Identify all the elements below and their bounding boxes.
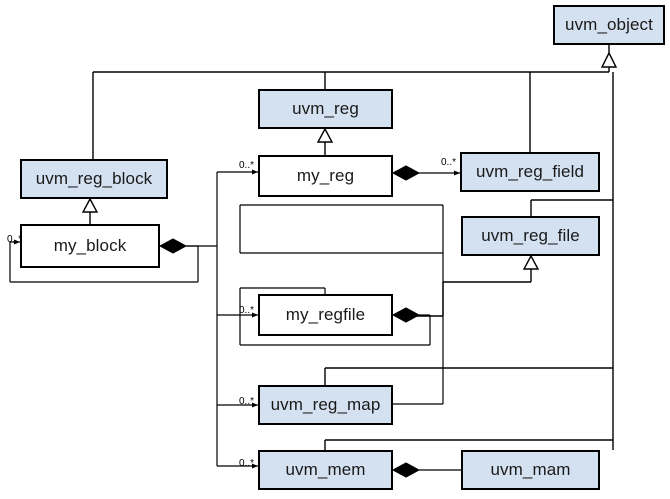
- class-label-uvm-reg-map: uvm_reg_map: [270, 395, 381, 414]
- class-box-uvm-reg-field[interactable]: uvm_reg_field: [460, 152, 600, 192]
- multiplicity-my-block: 0..*: [7, 234, 23, 245]
- class-label-uvm-object: uvm_object: [565, 15, 653, 34]
- class-box-my-regfile[interactable]: my_regfile: [258, 294, 393, 336]
- multiplicity-uvm-reg-field: 0..*: [441, 157, 457, 168]
- class-box-my-block[interactable]: my_block: [20, 224, 160, 268]
- composition-my-regfile-diamond: [239, 287, 431, 346]
- class-label-my-regfile: my_regfile: [285, 305, 366, 324]
- generalization-my-block: [81, 197, 99, 224]
- class-box-uvm-mam[interactable]: uvm_mam: [461, 450, 600, 490]
- generalization-my-reg: [316, 127, 334, 155]
- multiplicity-my-regfile: 0..*: [239, 305, 255, 316]
- composition-uvm-reg-map-route: [393, 205, 444, 405]
- class-box-my-reg[interactable]: my_reg: [258, 155, 393, 197]
- class-box-uvm-reg-map[interactable]: uvm_reg_map: [258, 385, 393, 425]
- class-label-my-block: my_block: [53, 236, 127, 255]
- composition-uvm-mem-mam: [391, 462, 461, 478]
- composition-my-reg-field: [391, 165, 460, 181]
- composition-my-block-diamond: [158, 238, 188, 254]
- generalization-my-regfile: [400, 254, 540, 317]
- class-label-uvm-mam: uvm_mam: [490, 460, 571, 479]
- composition-my-reg-outer-path: [239, 204, 443, 254]
- class-box-uvm-reg[interactable]: uvm_reg: [258, 89, 393, 129]
- class-label-uvm-reg-field: uvm_reg_field: [475, 162, 585, 181]
- class-label-uvm-reg: uvm_reg: [292, 99, 359, 118]
- composition-my-block-bus: [186, 169, 258, 469]
- class-box-uvm-object[interactable]: uvm_object: [553, 5, 665, 45]
- class-box-uvm-reg-file[interactable]: uvm_reg_file: [461, 216, 600, 256]
- multiplicity-my-reg: 0..*: [239, 160, 255, 171]
- class-label-uvm-reg-file: uvm_reg_file: [481, 226, 580, 245]
- class-label-uvm-reg-block: uvm_reg_block: [35, 169, 153, 188]
- class-box-uvm-reg-block[interactable]: uvm_reg_block: [20, 159, 168, 199]
- class-label-my-reg: my_reg: [296, 166, 355, 185]
- class-label-uvm-mem: uvm_mem: [285, 460, 366, 479]
- multiplicity-uvm-reg-map: 0..*: [239, 396, 255, 407]
- generalization-uvm-object-bus: [92, 45, 618, 450]
- class-box-uvm-mem[interactable]: uvm_mem: [258, 450, 393, 490]
- multiplicity-uvm-mem: 0..*: [239, 458, 255, 469]
